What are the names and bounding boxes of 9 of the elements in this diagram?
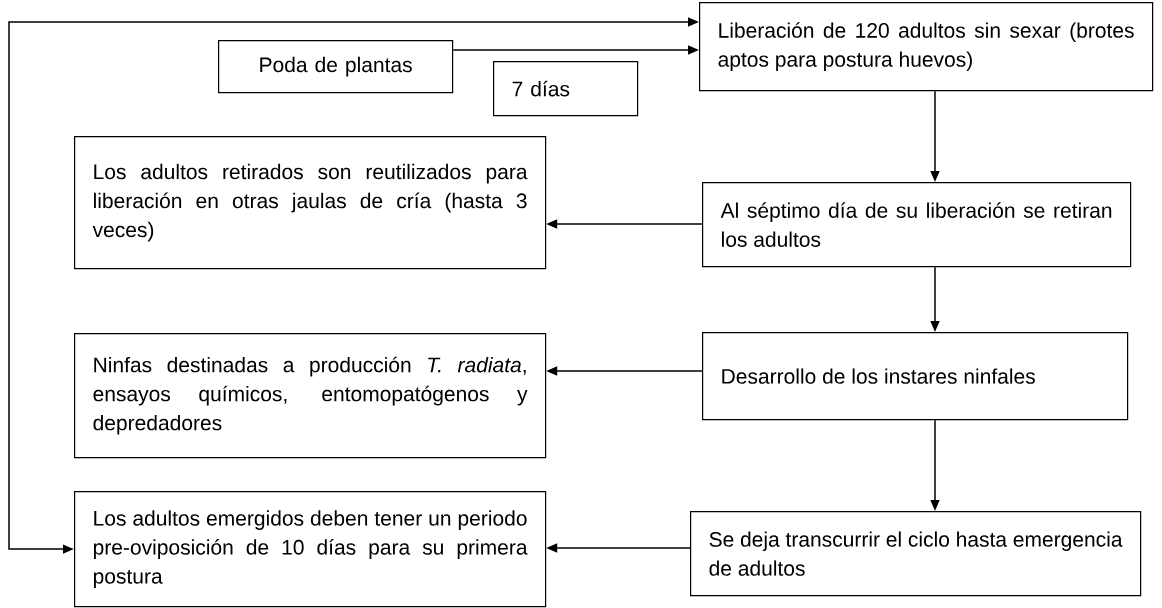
process-box: Liberación de 120 adultos sin sexar (brotes aptos para postura huevos): [699, 2, 1154, 92]
process-box: Los adultos retirados son reutilizados para liberación en otras jaulas de cría (hasta 3 veces): [74, 136, 547, 270]
process-box: Los adultos emergidos deben tener un periodo pre-oviposición de 10 días para su primera postura: [74, 491, 547, 608]
process-box: Se deja transcurrir el ciclo hasta emergencia de adultos: [690, 511, 1142, 597]
process-box: 7 días: [493, 61, 639, 117]
process-box: Desarrollo de los instares ninfales: [702, 332, 1129, 421]
process-box: Poda de plantas: [218, 40, 454, 94]
process-box: Ninfas destinadas a producción T. radiata, ensayos químicos, entomopatógenos y depredadores: [74, 333, 547, 459]
process-box: Al séptimo día de su liberación se retiran los adultos: [702, 182, 1132, 268]
